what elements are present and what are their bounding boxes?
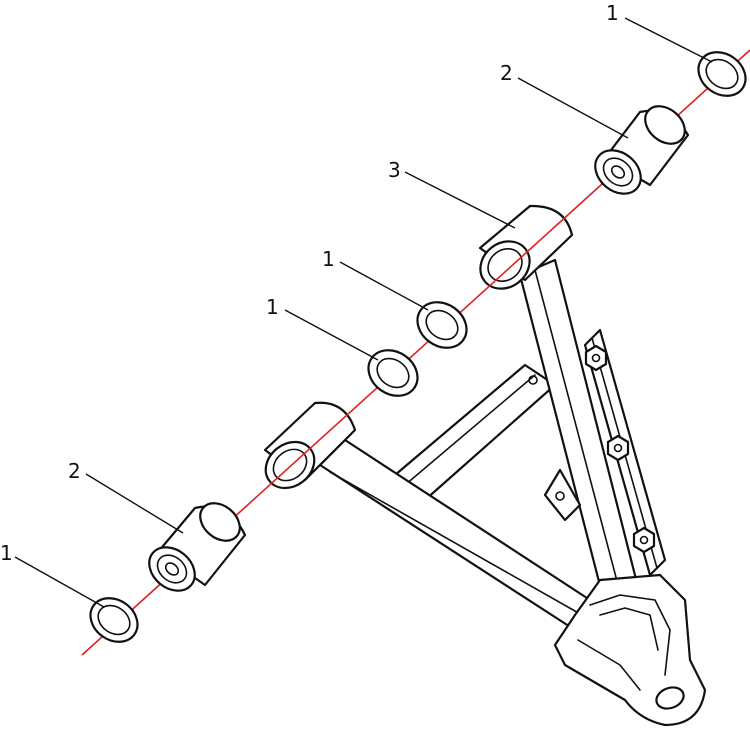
callout-label: 3 <box>388 158 401 182</box>
a-arm-cross-brace <box>393 363 557 502</box>
a-arm-rear-tube-edge <box>329 471 583 616</box>
bushing <box>594 105 690 195</box>
bushing <box>148 502 247 592</box>
ball-joint-housing <box>553 573 707 727</box>
gusset-hole <box>555 491 565 501</box>
callout-label: 1 <box>322 247 335 271</box>
callout-label: 2 <box>500 61 513 85</box>
leader-line <box>517 77 629 139</box>
leader-line <box>339 261 429 311</box>
washer <box>89 597 139 643</box>
callout-label: 1 <box>0 541 13 565</box>
leader-line <box>624 17 713 63</box>
leader-line <box>85 473 184 534</box>
leader-line <box>404 171 516 229</box>
a-arm-front-tube-edge <box>534 269 623 601</box>
ball-joint-bore <box>655 686 685 710</box>
a-arm-brace-edge <box>404 374 536 486</box>
washer <box>697 51 747 97</box>
flange-nut <box>632 526 656 554</box>
a-arm <box>263 204 707 727</box>
flange-nut <box>584 344 608 372</box>
callout-label: 1 <box>266 295 279 319</box>
leader-line <box>284 309 379 361</box>
washer <box>367 349 419 397</box>
gusset-tab <box>543 468 582 522</box>
leader-line <box>14 556 105 608</box>
callout-label: 1 <box>606 1 619 25</box>
washer <box>416 301 468 349</box>
brace-hole <box>528 375 538 385</box>
flange-nut <box>606 434 630 462</box>
callout-label: 2 <box>68 459 81 483</box>
front-pivot-sleeve <box>478 204 574 290</box>
